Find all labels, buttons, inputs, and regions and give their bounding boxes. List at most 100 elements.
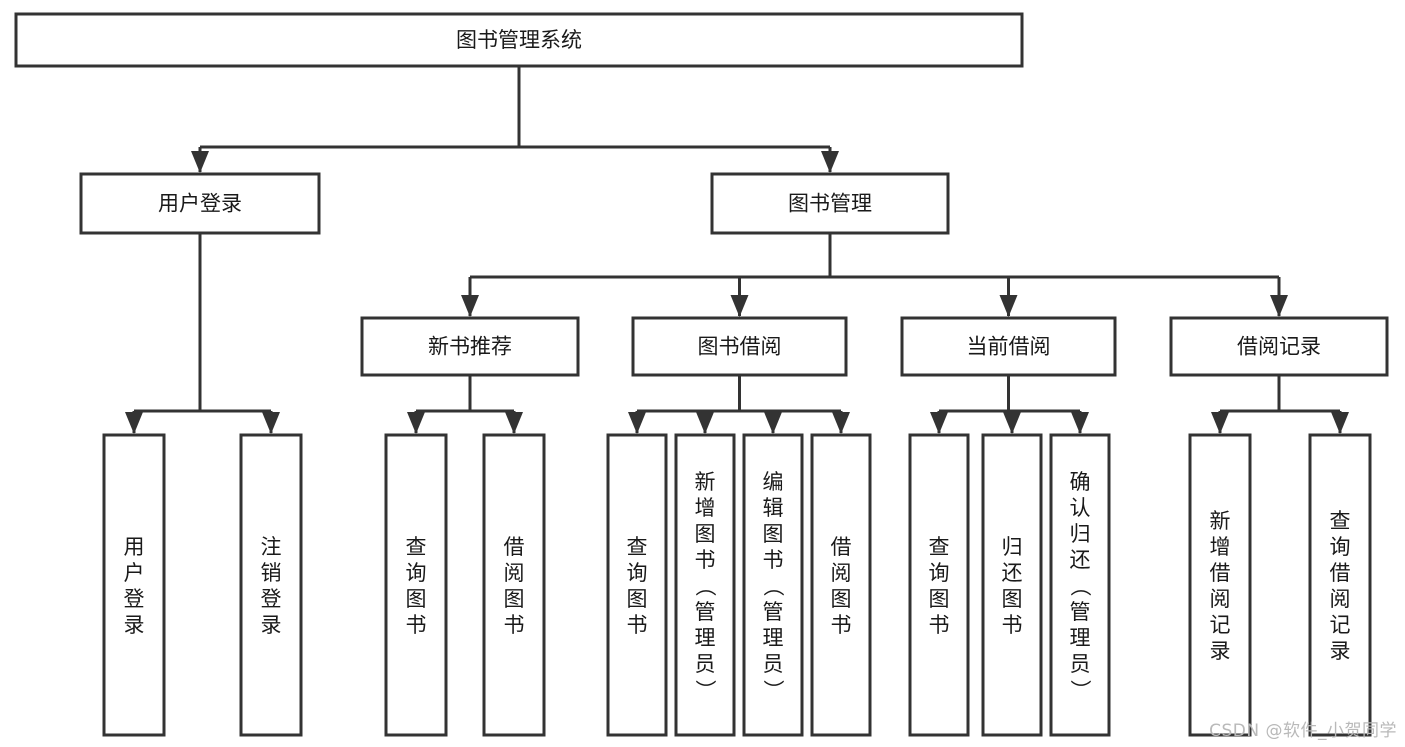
node-label-char: 新 [1210,509,1231,533]
node-label-char: 录 [1330,639,1351,663]
node-box[interactable] [810,433,872,737]
node-level2-0[interactable]: 用户登录 [79,172,321,235]
arrow-head-icon [628,412,646,434]
node-label-char: 图 [627,587,648,611]
arrow-head-icon [1211,412,1229,434]
node-level3-2[interactable]: 当前借阅 [900,316,1117,377]
node-label-char: 管 [1070,600,1091,624]
node-label-char: 询 [929,561,950,585]
node-box[interactable] [606,433,668,737]
node-label-char: 书 [763,548,784,572]
node-box[interactable] [908,433,970,737]
node-root-book-management-system[interactable]: 图书管理系统 [14,12,1024,68]
node-label-char: （ [693,576,717,597]
node-box[interactable] [742,433,804,737]
node-level2-1[interactable]: 图书管理 [710,172,950,235]
arrow-head-icon [696,412,714,434]
arrow-head-icon [1071,412,1089,434]
node-label-char: 查 [406,535,427,559]
node-label-char: 阅 [504,561,525,585]
node-box[interactable] [79,172,321,235]
node-level3-0[interactable]: 新书推荐 [360,316,580,377]
arrow-head-icon [407,412,425,434]
node-label-char: 用 [124,535,145,559]
node-label-char: 管 [695,600,716,624]
node-box[interactable] [384,433,448,737]
node-label-char: 图 [406,587,427,611]
arrow-head-icon [999,295,1018,317]
node-label: 当前借阅 [967,335,1051,359]
node-label-char: 编 [763,470,784,494]
arrow-head-icon [1331,412,1349,434]
node-box[interactable] [482,433,546,737]
node-label-char: ） [1068,680,1092,701]
node-label: 图书管理系统 [456,28,582,52]
node-box[interactable] [1169,316,1389,377]
node-label-char: 书 [831,613,852,637]
arrow-head-icon [832,412,850,434]
node-label-char: 登 [124,587,145,611]
node-label-char: 询 [406,561,427,585]
node-label-char: 登 [261,587,282,611]
node-level3-3[interactable]: 借阅记录 [1169,316,1389,377]
node-box[interactable] [1188,433,1252,737]
node-box[interactable] [1308,433,1372,737]
node-label-char: 图 [1002,587,1023,611]
node-label-char: 认 [1070,496,1091,520]
node-label-char: （ [1068,576,1092,597]
node-label-char: 员 [695,652,716,676]
node-label-char: ） [761,680,785,701]
node-leaf-0[interactable]: 用户登录 [102,433,166,737]
node-box[interactable] [1049,433,1111,737]
node-label: 用户登录 [158,192,242,216]
node-label-char: 还 [1070,548,1091,572]
node-box[interactable] [14,12,1024,68]
node-label-char: 借 [504,535,525,559]
node-box[interactable] [239,433,303,737]
arrow-head-icon [930,412,948,434]
node-box[interactable] [360,316,580,377]
node-label-char: 管 [763,600,784,624]
node-box[interactable] [981,433,1043,737]
node-label-char: 理 [695,626,716,650]
node-label-char: 记 [1330,613,1351,637]
node-label: 新书推荐 [428,335,512,359]
node-label: 图书管理 [788,192,872,216]
node-label-char: 户 [124,561,145,585]
nodes-layer: 图书管理系统用户登录图书管理新书推荐图书借阅当前借阅借阅记录用户登录注销登录查询… [14,12,1389,737]
node-box[interactable] [102,433,166,737]
node-label-char: 询 [627,561,648,585]
node-label-char: （ [761,576,785,597]
node-label-char: 记 [1210,613,1231,637]
node-box[interactable] [674,433,736,737]
node-box[interactable] [710,172,950,235]
node-label-char: 增 [1210,535,1231,559]
node-box[interactable] [900,316,1117,377]
arrow-head-icon [821,151,839,173]
node-label-char: 员 [1070,652,1091,676]
node-box[interactable] [631,316,848,377]
node-label-char: 还 [1002,561,1023,585]
node-label-char: 书 [929,613,950,637]
node-label-char: 查 [929,535,950,559]
node-label-char: 书 [406,613,427,637]
node-label-char: 新 [695,470,716,494]
arrow-head-icon [764,412,782,434]
node-label-char: 查 [1330,509,1351,533]
node-level3-1[interactable]: 图书借阅 [631,316,848,377]
node-label-char: 书 [627,613,648,637]
